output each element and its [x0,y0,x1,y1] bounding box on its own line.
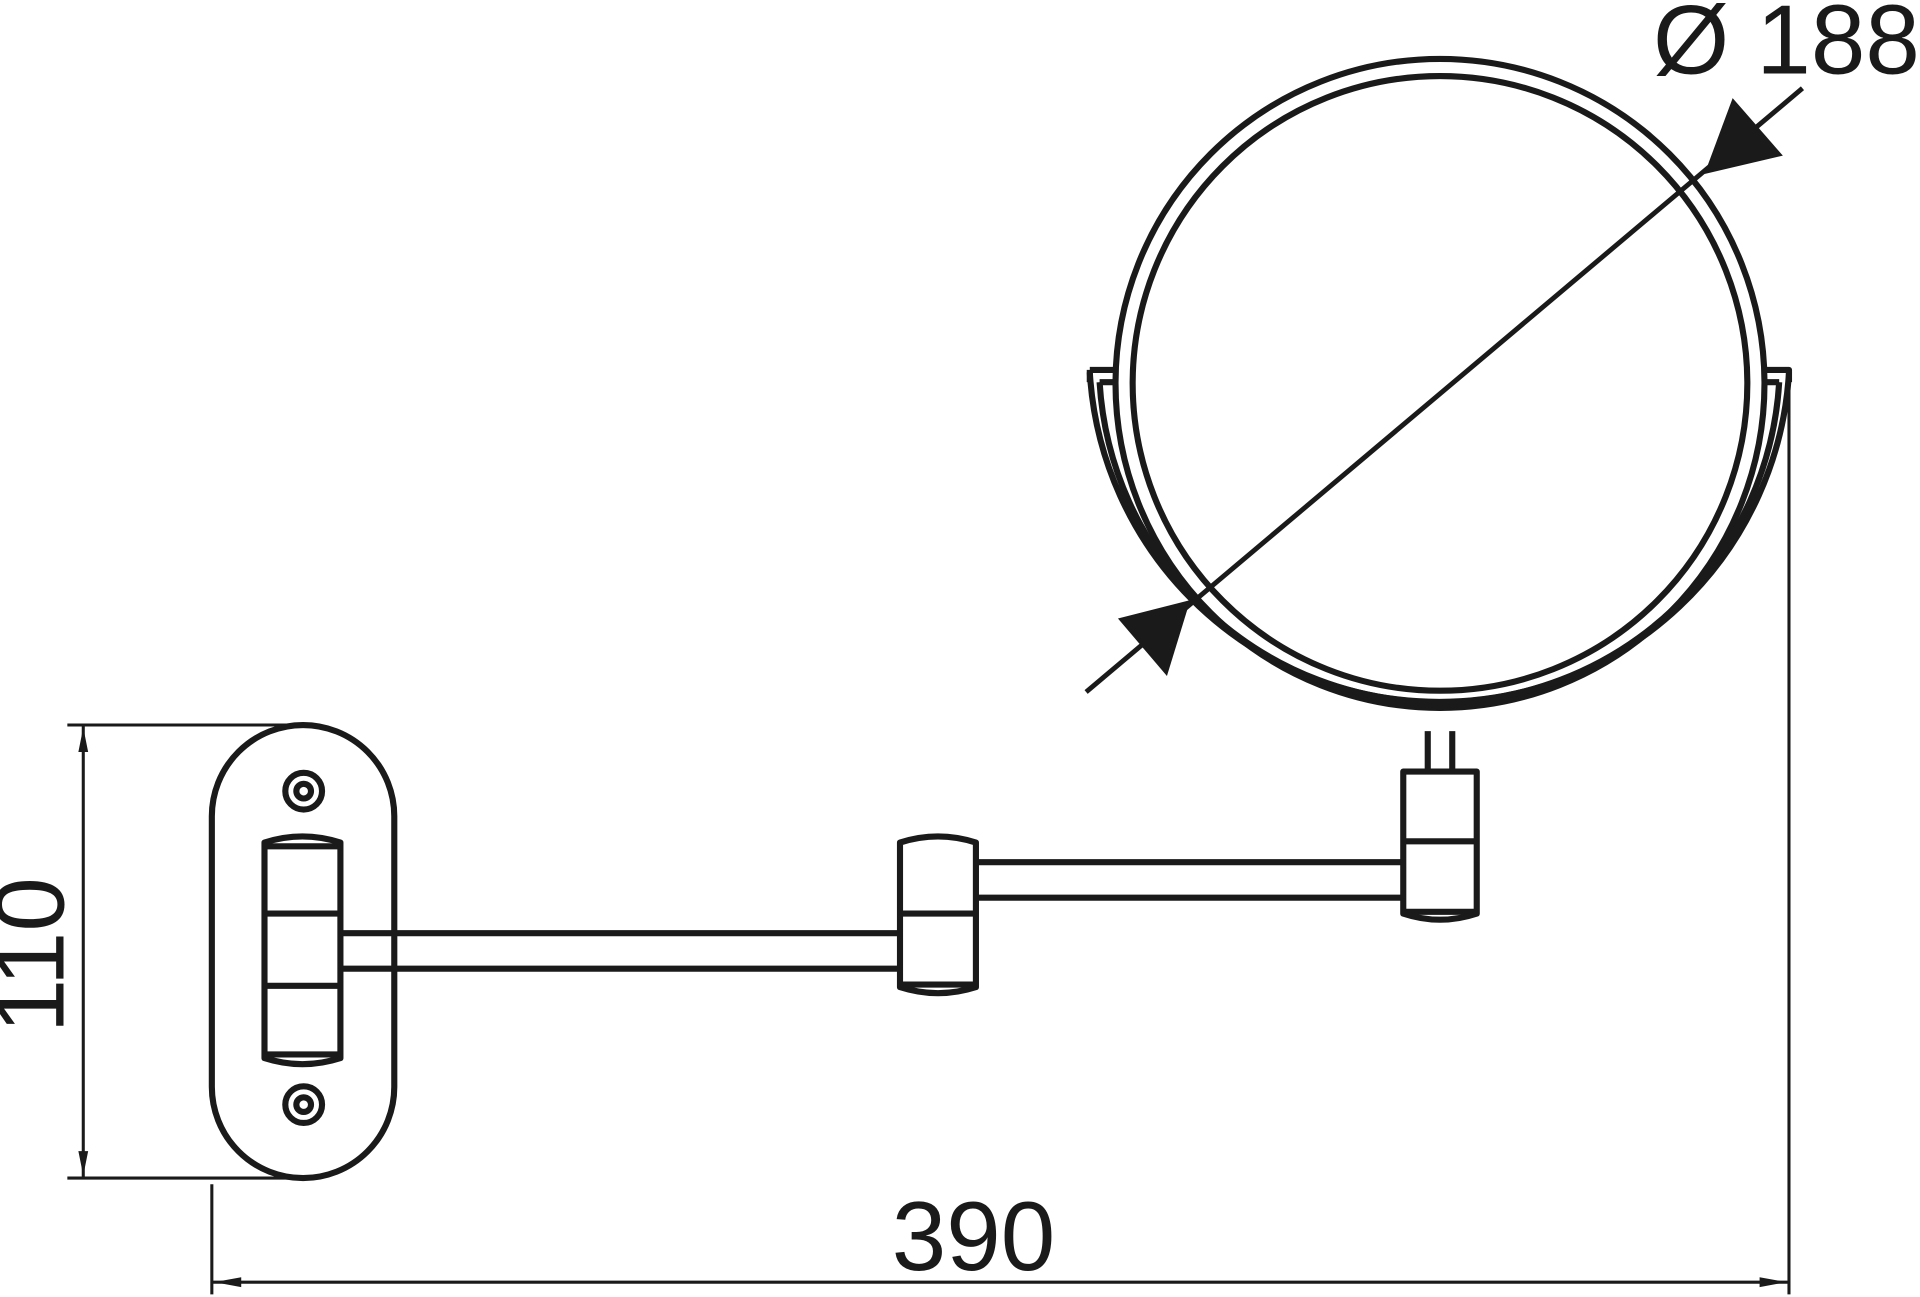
width-label: 390 [892,1181,1055,1291]
arrow-icon [1117,600,1191,677]
middle-joint [896,833,979,997]
arm-outer [974,859,1404,901]
diameter-label: Ø 188 [1653,0,1920,95]
mirror [1112,55,1768,711]
height-dimension: 110 [0,723,304,1180]
right-joint [1400,731,1480,923]
diameter-dimension: Ø 188 [1084,0,1920,694]
mirror-holder-frame [1086,366,1793,706]
height-label: 110 [0,877,85,1033]
wall-plate [208,721,398,1182]
width-dimension: 390 [210,379,1791,1295]
arrow-icon [1704,98,1783,175]
arm-inner [340,930,900,972]
